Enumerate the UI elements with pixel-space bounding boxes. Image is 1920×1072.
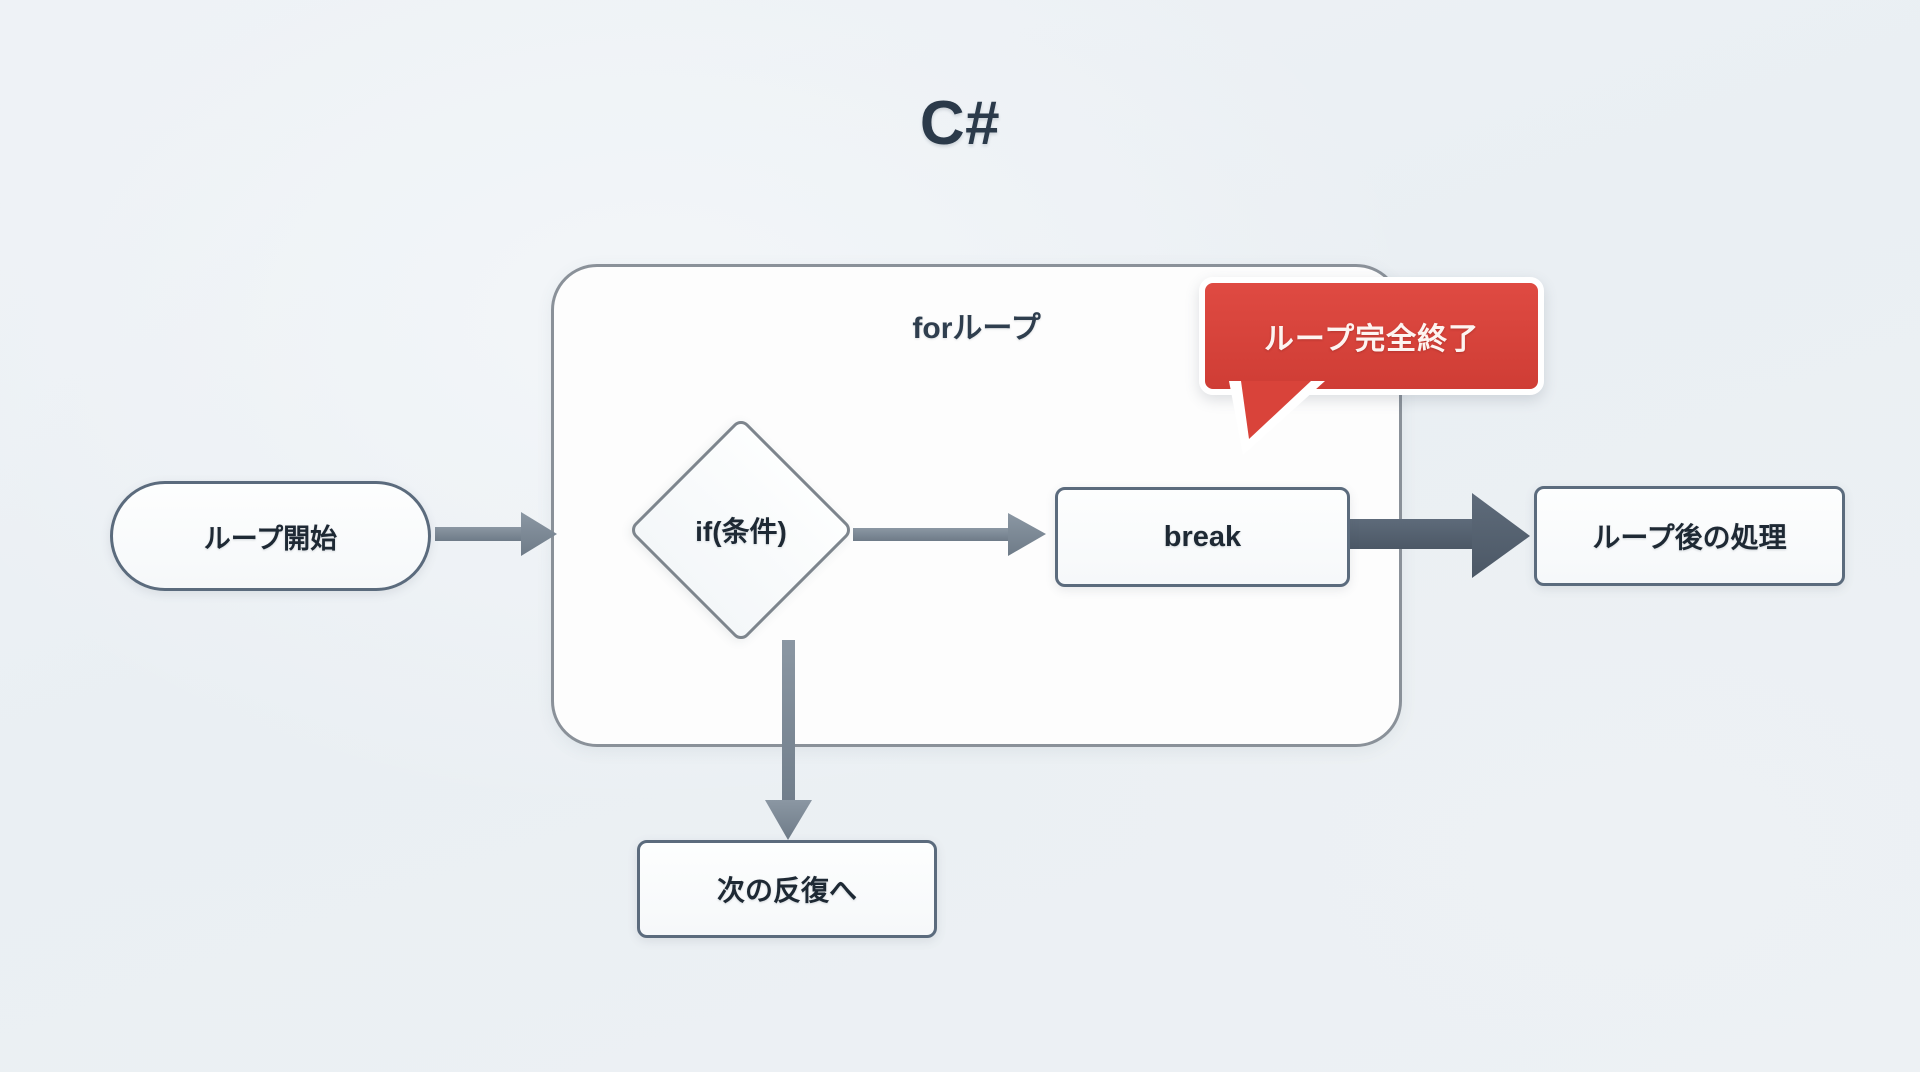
node-break-label: break [1163,520,1242,553]
node-next-iteration[interactable]: 次の反復へ [637,840,937,938]
node-break[interactable]: break [1055,487,1350,587]
callout-bubble: ループ完全終了 [1199,277,1544,395]
callout-tail-icon [1229,381,1325,455]
node-after-loop-label: ループ後の処理 [1592,522,1787,553]
arrow-start-to-loop [435,512,557,556]
node-loop-start[interactable]: ループ開始 [110,481,431,591]
for-loop-label: forループ [912,312,1041,345]
node-next-iteration-label: 次の反復へ [716,875,857,906]
callout-text: ループ完全終了 [1263,323,1480,356]
node-loop-start-label: ループ開始 [203,523,338,554]
node-if-condition[interactable]: if(条件) [627,416,855,644]
page-title: C# [919,89,1001,158]
callout-loop-terminated[interactable]: ループ完全終了 [1199,277,1544,455]
node-if-condition-label: if(条件) [695,516,787,547]
node-after-loop[interactable]: ループ後の処理 [1534,486,1845,586]
